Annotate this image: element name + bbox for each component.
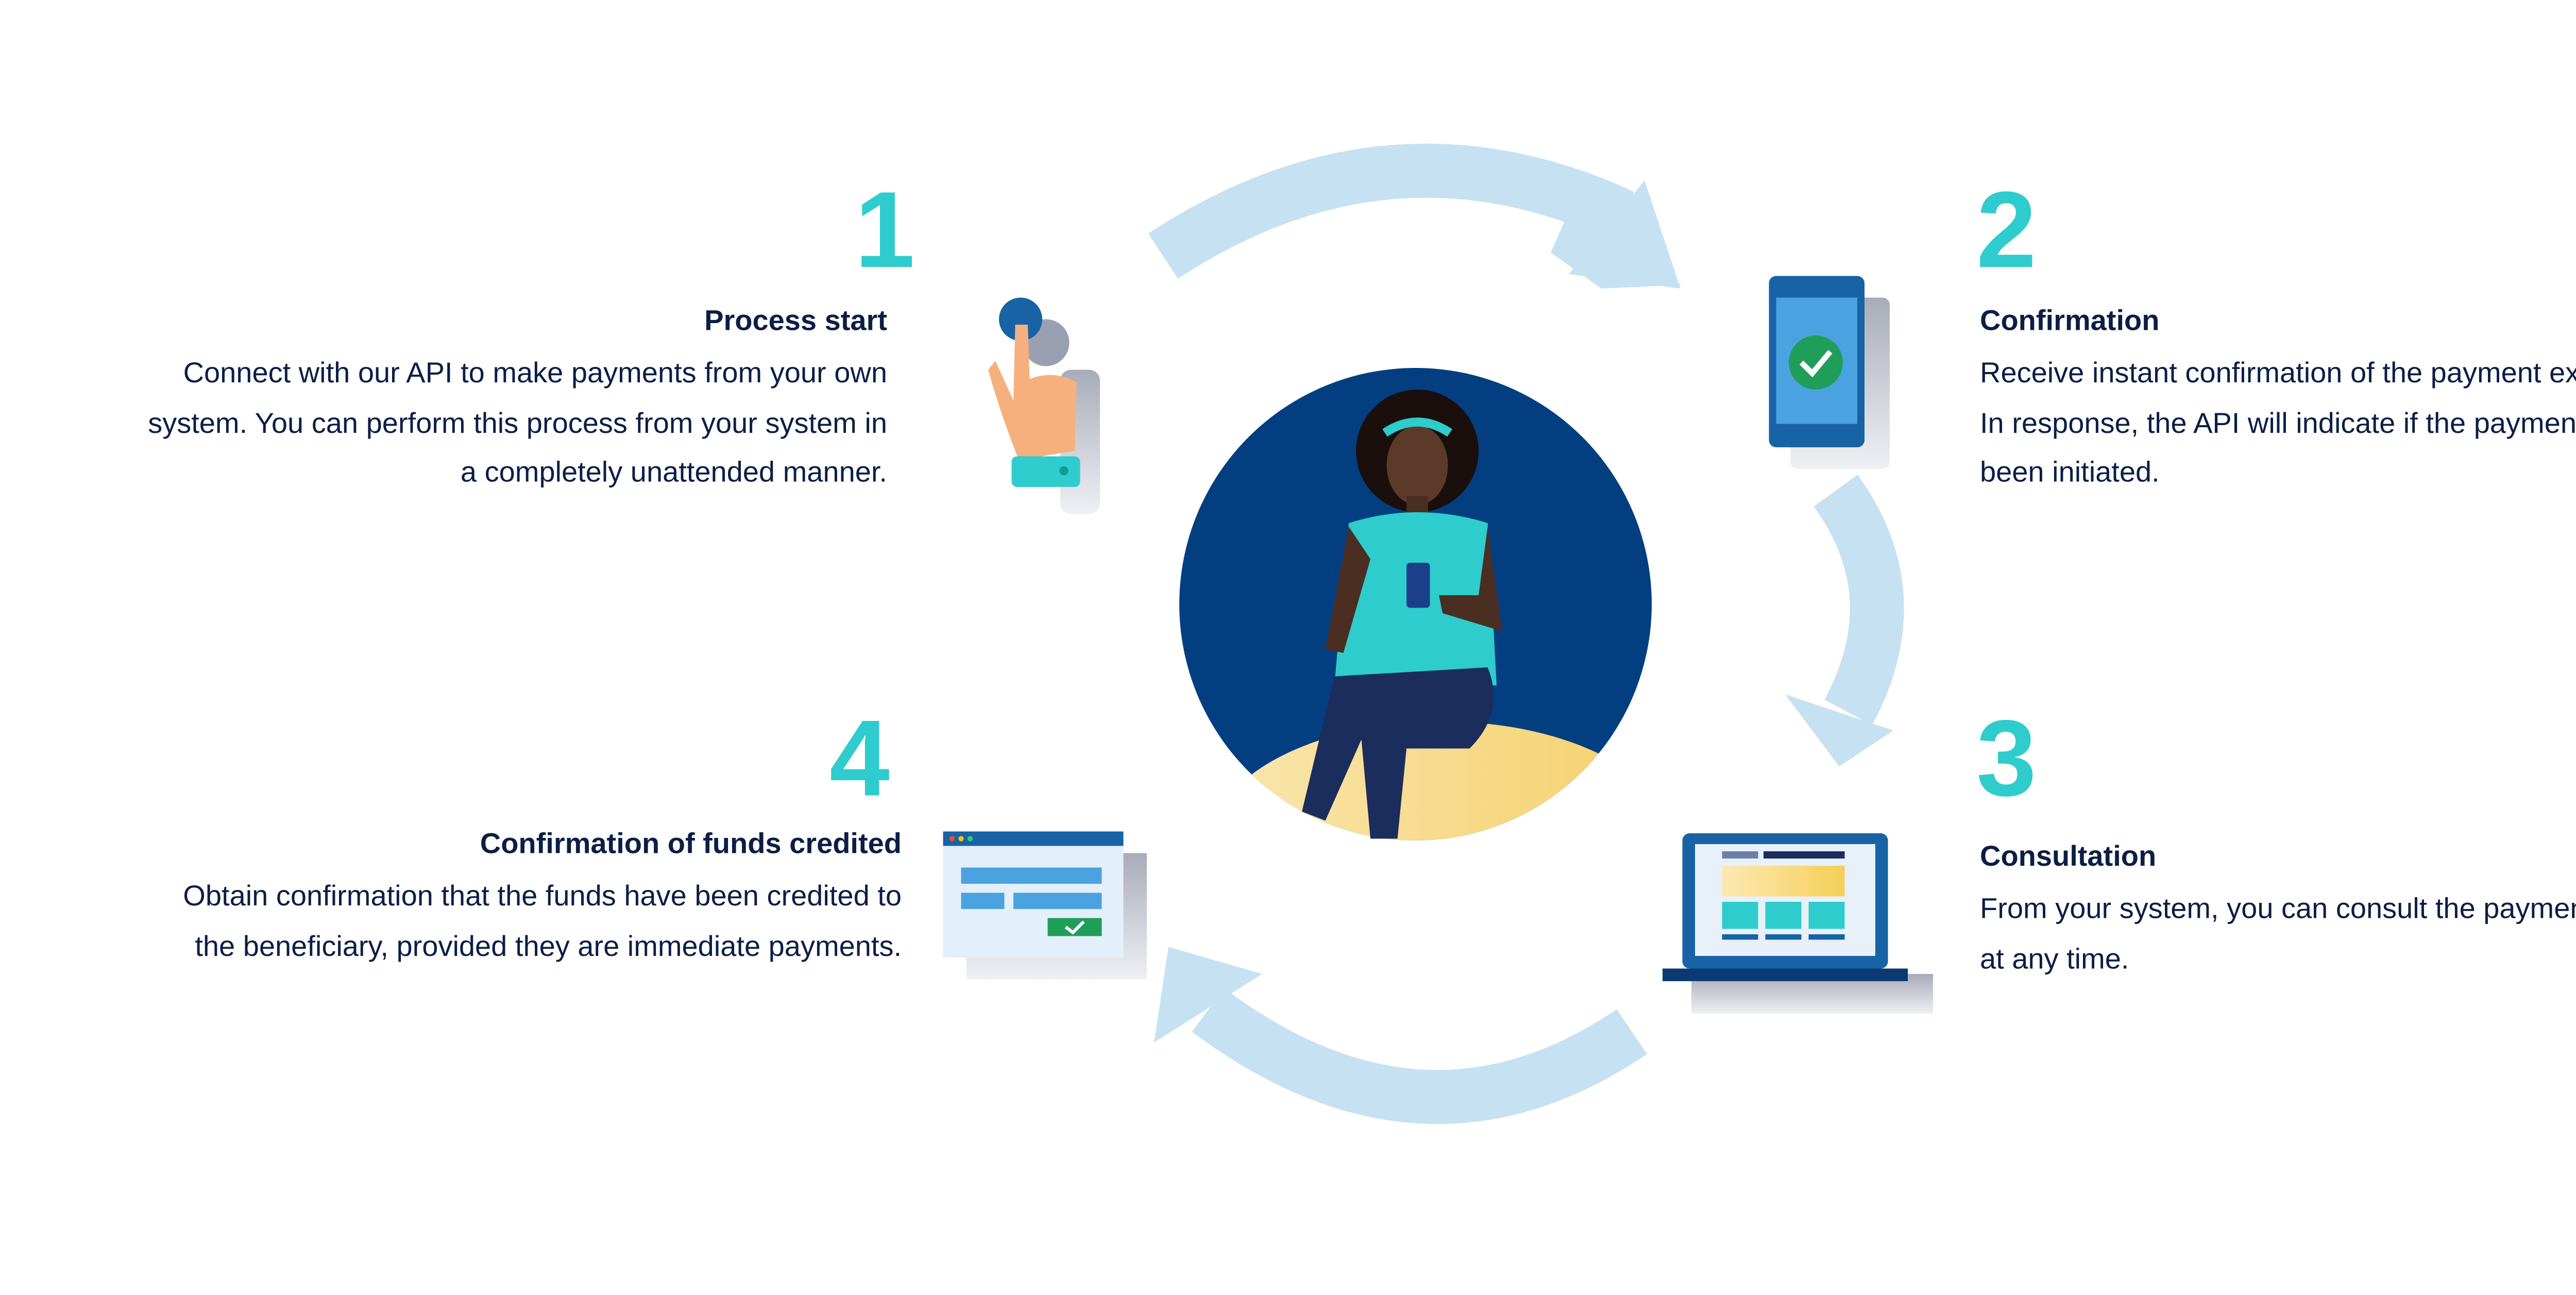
step-3-title: Consultation — [1980, 842, 2157, 873]
step-1-description: Connect with our API to make payments fr… — [148, 359, 887, 489]
step-2-block: Confirmation Receive instant confirmatio… — [1980, 303, 2576, 499]
step-4-number: 4 — [829, 698, 890, 819]
step-2-title: Confirmation — [1980, 307, 2160, 338]
step-4-title: Confirmation of funds credited — [480, 830, 902, 861]
woman-with-phone-illustration — [1179, 368, 1652, 840]
browser-window-check-icon — [943, 831, 1147, 980]
laptop-dashboard-icon — [1663, 833, 1933, 1014]
phone-check-icon — [1769, 276, 1890, 469]
step-1-block: Process start Connect with our API to ma… — [130, 303, 887, 499]
step-3-description: From your system, you can consult the pa… — [1980, 895, 2576, 975]
step-4-description: Obtain confirmation that the funds have … — [183, 882, 902, 963]
step-2-description: Receive instant confirmation of the paym… — [1980, 359, 2576, 489]
step-1-title: Process start — [704, 307, 887, 338]
arrow-step1-to-2 — [1148, 143, 1681, 289]
step-3-number: 3 — [1976, 698, 2037, 819]
step-4-block: Confirmation of funds credited Obtain co… — [180, 826, 902, 972]
hand-pointer-icon — [988, 297, 1100, 514]
arrow-step2-to-3 — [1785, 475, 1904, 767]
step-3-block: Consultation From your system, you can c… — [1980, 839, 2576, 985]
step-1-number: 1 — [855, 170, 915, 291]
step-2-number: 2 — [1976, 170, 2037, 291]
arrow-step3-to-4 — [1154, 947, 1647, 1124]
